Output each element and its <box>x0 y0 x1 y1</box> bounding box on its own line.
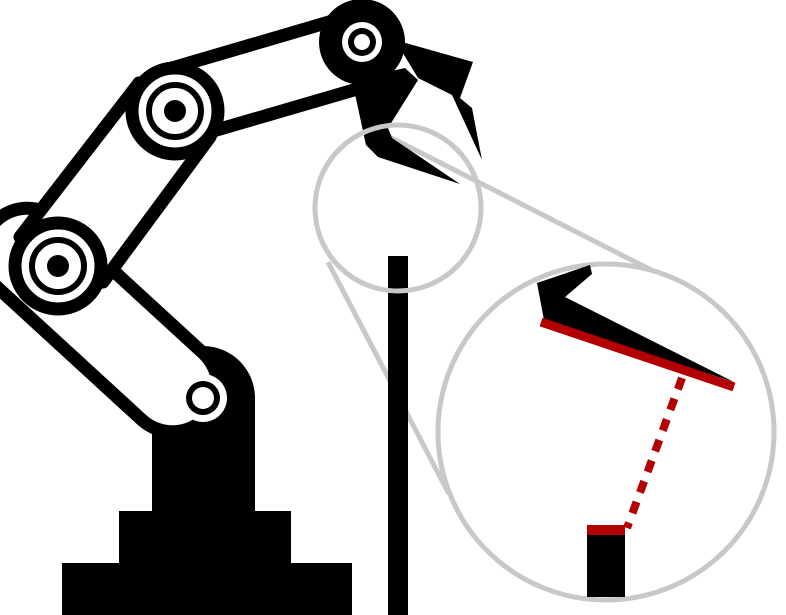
base-step-middle <box>119 511 291 567</box>
joint-icon <box>29 237 87 295</box>
joint-icon <box>342 22 382 62</box>
post-icon <box>388 256 408 615</box>
joint-icon <box>179 374 227 422</box>
detail-gripper-jaw <box>537 265 734 382</box>
gripper-icon <box>352 40 482 184</box>
gripper-upper-jaw <box>395 40 482 160</box>
gripper-lower-jaw <box>352 68 460 184</box>
magnifier-icon <box>312 122 484 294</box>
detail-dashed-connector <box>623 376 686 530</box>
magnified-detail <box>435 261 777 603</box>
base-step-bottom <box>62 563 352 615</box>
detail-post <box>587 533 625 597</box>
joint-icon-group <box>29 22 382 422</box>
detail-jaw-edge-highlight <box>539 317 736 392</box>
detail-post-top-highlight <box>587 525 625 535</box>
magnified-detail-lens <box>435 261 777 603</box>
joint-icon <box>146 82 204 140</box>
magnifier-cone-upper-line <box>370 125 657 275</box>
